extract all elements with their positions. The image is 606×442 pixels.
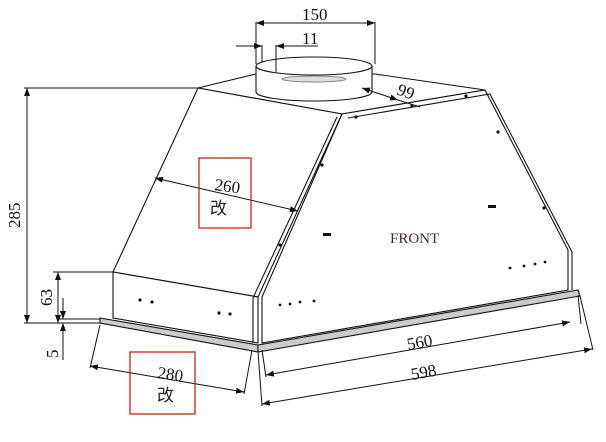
dimension-labels: 150 11 99 285 63 5 260 改 280 改 560 598 F… [5, 5, 439, 406]
revision-boxes [129, 157, 252, 415]
dim-280: 280 [156, 363, 184, 385]
screw-holes [138, 94, 547, 316]
dim-150: 150 [302, 5, 328, 24]
revision-box-lower [129, 351, 196, 415]
hood-body [99, 73, 581, 353]
left-lower-box [112, 271, 259, 344]
dim-285: 285 [5, 203, 24, 229]
front-flange-right [347, 93, 573, 290]
dim-598: 598 [409, 361, 437, 384]
revision-mark-upper: 改 [210, 199, 227, 219]
dimension-lines [24, 20, 594, 407]
revision-mark-lower: 改 [157, 386, 174, 406]
dim-11: 11 [302, 29, 318, 48]
dim-63: 63 [37, 289, 56, 306]
revision-box-upper [198, 157, 252, 229]
front-panel [261, 89, 569, 344]
duct-collar [255, 56, 373, 102]
dim-560: 560 [405, 331, 433, 354]
dim-260: 260 [213, 175, 241, 197]
dim-5: 5 [43, 350, 62, 359]
front-flange-left [252, 116, 338, 343]
dim-99: 99 [395, 80, 417, 104]
front-label: FRONT [390, 231, 439, 247]
